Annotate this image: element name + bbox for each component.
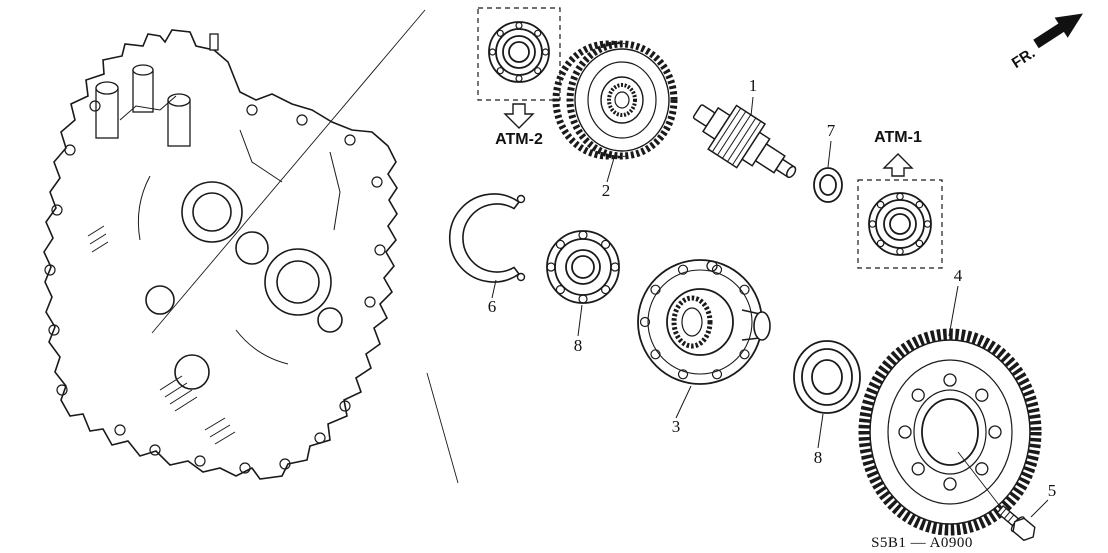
fr-arrow-icon [1033, 13, 1083, 49]
counter-gear-drawing [552, 40, 678, 160]
atm1-bearing-icon [868, 192, 932, 256]
final-gear-bolt-holes [898, 373, 1002, 491]
fr-label: FR. [1009, 45, 1039, 72]
atm1-inset: ATM-1 [857, 129, 943, 269]
callout-4: 4 [954, 266, 963, 285]
leader-lines [491, 96, 1049, 518]
side-washer-drawing [793, 340, 861, 414]
fr-direction-arrow: FR. [1009, 13, 1083, 72]
atm2-inset: ATM-2 [477, 7, 561, 148]
callout-3: 3 [672, 417, 681, 436]
final-gear-drawing [858, 328, 1042, 536]
case-detail-lines [87, 95, 341, 445]
snap-ring-drawing [448, 193, 526, 283]
atm1-up-arrow-icon [882, 153, 914, 177]
callout-8a: 8 [574, 336, 583, 355]
atm2-dashed-box [477, 7, 561, 101]
atm2-bearing-icon [488, 21, 550, 83]
atm1-dashed-box [857, 179, 943, 269]
transmission-case-drawing [43, 29, 398, 480]
callout-2: 2 [602, 181, 611, 200]
thrust-washer-drawing [813, 167, 843, 203]
construction-lines [151, 9, 459, 484]
bolt-drawing [996, 504, 1036, 542]
callout-7: 7 [827, 121, 836, 140]
callout-1: 1 [749, 76, 758, 95]
case-studs [95, 33, 219, 147]
atm1-label: ATM-1 [874, 129, 922, 146]
callout-5: 5 [1048, 481, 1057, 500]
atm2-label: ATM-2 [495, 131, 543, 148]
diagram-code: S5B1 — A0900 [871, 535, 973, 551]
case-openings [145, 181, 343, 390]
callout-6: 6 [488, 297, 497, 316]
differential-case-drawing [637, 259, 771, 385]
ball-bearing-drawing [546, 230, 620, 304]
input-shaft-drawing [692, 104, 797, 179]
case-bolt-holes [44, 100, 386, 474]
callout-8b: 8 [814, 448, 823, 467]
callout-numbers: 1 2 3 4 5 6 7 8 8 [488, 76, 1057, 500]
bolt-assembly-line [957, 451, 1007, 515]
atm2-down-arrow-icon [503, 103, 535, 129]
differential-trunnion [741, 309, 771, 341]
